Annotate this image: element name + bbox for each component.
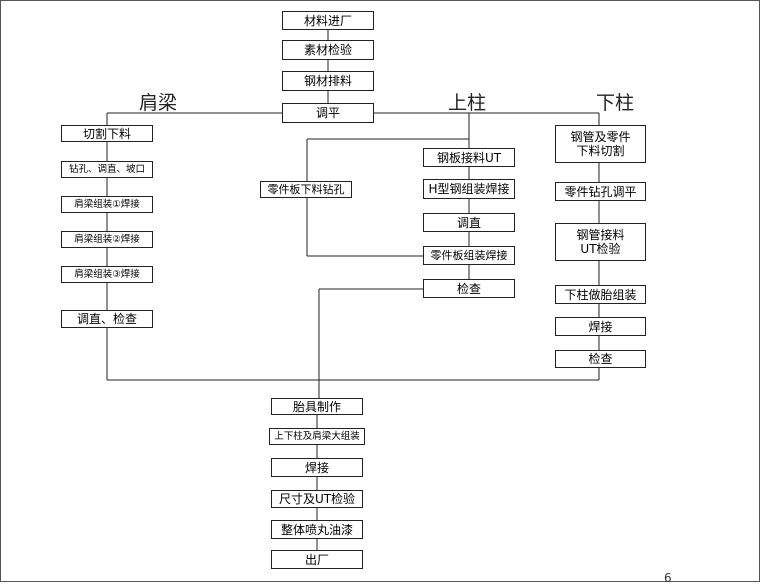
box-final-shipment: 出厂 — [271, 550, 363, 569]
box-lower-welding: 焊接 — [555, 317, 646, 336]
box-upper-plate-splice-ut: 钢板接料UT — [423, 148, 515, 167]
box-upper-straighten: 调直 — [423, 213, 515, 232]
box-shoulder-assembly-weld-1: 肩梁组装①焊接 — [61, 196, 153, 213]
box-material-inspection: 素材检验 — [282, 40, 374, 60]
box-final-jig-making: 胎具制作 — [271, 398, 363, 415]
box-lower-jig-assembly: 下柱做胎组装 — [555, 285, 646, 304]
box-shoulder-straighten-inspect: 调直、检查 — [61, 310, 153, 328]
box-final-welding: 焊接 — [271, 458, 363, 477]
box-lower-part-drill-level: 零件钻孔调平 — [555, 182, 646, 201]
page-number: 6 — [664, 571, 672, 585]
box-final-big-assembly: 上下柱及肩梁大组装 — [269, 428, 365, 445]
box-lower-pipe-parts-cutting: 钢管及零件 下料切割 — [555, 125, 646, 163]
box-shoulder-cutting: 切割下料 — [61, 125, 153, 142]
box-upper-part-plate-weld: 零件板组装焊接 — [423, 246, 515, 265]
box-upper-inspect: 检查 — [423, 279, 515, 298]
box-lower-pipe-splice-ut: 钢管接料 UT检验 — [555, 223, 646, 261]
box-final-dimension-ut: 尺寸及UT检验 — [271, 490, 363, 508]
heading-upper-column: 上柱 — [448, 92, 487, 114]
box-shoulder-drilling: 钻孔、调直、坡口 — [61, 161, 153, 178]
box-lower-inspect: 检查 — [555, 350, 646, 368]
box-upper-part-plate-drilling: 零件板下料钻孔 — [260, 181, 352, 198]
box-material-entry: 材料进厂 — [282, 11, 374, 30]
box-shoulder-assembly-weld-2: 肩梁组装②焊接 — [61, 231, 153, 248]
box-final-shot-blast-paint: 整体喷丸油漆 — [271, 520, 363, 539]
box-shoulder-assembly-weld-3: 肩梁组装③焊接 — [61, 266, 153, 283]
box-upper-h-beam-weld: H型钢组装焊接 — [423, 179, 515, 199]
box-steel-layout: 钢材排料 — [282, 71, 374, 91]
heading-lower-column: 下柱 — [596, 92, 635, 114]
heading-shoulder-beam: 肩梁 — [139, 92, 178, 114]
box-leveling: 调平 — [282, 103, 374, 123]
